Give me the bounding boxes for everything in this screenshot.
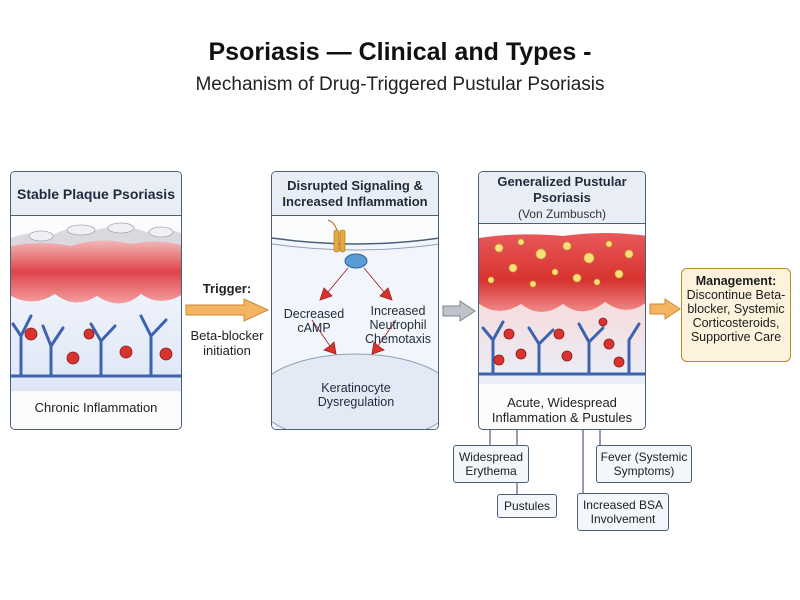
decreased-camp-label: Decreased cAMP	[283, 307, 345, 335]
trigger-text: Beta-blocker initiation	[190, 328, 264, 358]
trigger-block: Trigger: Beta-blocker initiation	[184, 281, 270, 358]
panel-stable-plaque: Stable Plaque Psoriasis Chronic In	[10, 171, 182, 430]
panel-generalized-pustular-heading: Generalized Pustular Psoriasis (Von Zumb…	[479, 172, 645, 224]
feature-widespread-erythema: Widespread Erythema	[453, 445, 529, 483]
panel-disrupted-signaling-heading: Disrupted Signaling & Increased Inflamma…	[272, 172, 438, 216]
trigger-label: Trigger:	[202, 281, 252, 296]
feature-fever: Fever (Systemic Symptoms)	[596, 445, 692, 483]
stable-plaque-skin-illustration	[11, 216, 181, 391]
feature-increased-bsa: Increased BSA Involvement	[577, 493, 669, 531]
panel-disrupted-signaling-title: Disrupted Signaling & Increased Inflamma…	[282, 177, 428, 209]
management-label: Management:	[695, 274, 777, 288]
diagram-subtitle: Mechanism of Drug-Triggered Pustular Pso…	[195, 74, 605, 95]
panel-stable-plaque-title: Stable Plaque Psoriasis	[17, 185, 175, 202]
feature-pustules: Pustules	[497, 494, 557, 518]
keratinocyte-dysregulation-label: Keratinocyte Dysregulation	[317, 381, 395, 409]
pustular-skin-illustration	[479, 224, 645, 384]
neutrophil-chemotaxis-label: Increased Neutrophil Chemotaxis	[365, 304, 431, 346]
progression-arrow-icon	[442, 300, 476, 322]
panel-disrupted-signaling: Disrupted Signaling & Increased Inflamma…	[271, 171, 439, 430]
panel-stable-plaque-heading: Stable Plaque Psoriasis	[11, 172, 181, 216]
panel-generalized-pustular-title: Generalized Pustular Psoriasis	[497, 173, 627, 205]
management-arrow-icon	[649, 298, 681, 320]
diagram-title: Psoriasis — Clinical and Types -	[208, 38, 592, 66]
panel-generalized-pustular-subtitle: (Von Zumbusch)	[517, 206, 607, 221]
management-text: Discontinue Beta-blocker, Systemic Corti…	[686, 288, 786, 344]
panel-stable-plaque-caption: Chronic Inflammation	[34, 400, 158, 415]
trigger-arrow-icon	[185, 298, 270, 322]
panel-generalized-pustular: Generalized Pustular Psoriasis (Von Zumb…	[478, 171, 646, 430]
panel-generalized-pustular-caption: Acute, Widespread Inflammation & Pustule…	[491, 395, 633, 425]
cell-signaling-illustration	[272, 219, 438, 429]
management-box: Management: Discontinue Beta-blocker, Sy…	[681, 268, 791, 362]
